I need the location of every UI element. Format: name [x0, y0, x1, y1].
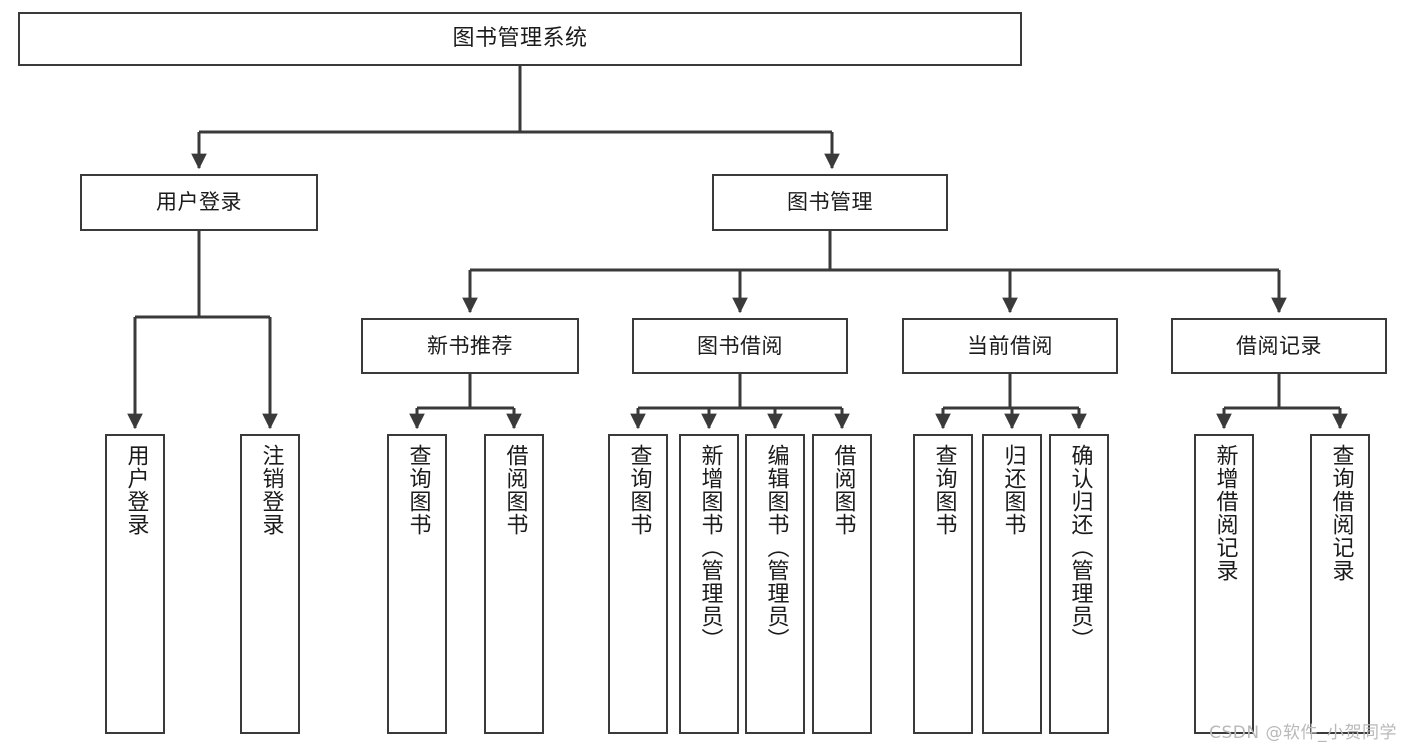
node-leaf-query-record[interactable]: 查询借阅记录	[1310, 434, 1370, 734]
node-current-borrow-label: 当前借阅	[967, 333, 1053, 358]
node-leaf-edit-book-label: 编辑图书（管理员）	[763, 444, 789, 651]
node-leaf-query-record-label: 查询借阅记录	[1328, 444, 1354, 582]
node-leaf-user-logout-label: 注销登录	[258, 444, 284, 536]
node-user-login[interactable]: 用户登录	[80, 174, 318, 231]
node-leaf-query-book-b[interactable]: 查询图书	[608, 434, 668, 734]
node-borrow-record-label: 借阅记录	[1236, 333, 1322, 358]
node-leaf-user-login-label: 用户登录	[123, 444, 149, 536]
node-leaf-query-book-b-label: 查询图书	[626, 444, 652, 536]
node-leaf-query-book-c-label: 查询图书	[931, 444, 957, 536]
node-leaf-borrow-book-b[interactable]: 借阅图书	[812, 434, 872, 734]
node-root[interactable]: 图书管理系统	[18, 12, 1022, 66]
node-root-label: 图书管理系统	[452, 26, 588, 52]
node-leaf-borrow-book-a[interactable]: 借阅图书	[484, 434, 544, 734]
node-book-manage[interactable]: 图书管理	[712, 174, 948, 231]
node-borrow-record[interactable]: 借阅记录	[1171, 318, 1387, 374]
node-book-borrow-label: 图书借阅	[697, 333, 783, 358]
node-new-book-recommend[interactable]: 新书推荐	[361, 318, 579, 374]
node-leaf-return-book[interactable]: 归还图书	[982, 434, 1042, 734]
node-user-login-label: 用户登录	[156, 190, 242, 215]
node-book-borrow[interactable]: 图书借阅	[632, 318, 848, 374]
node-leaf-confirm-return-label: 确认归还（管理员）	[1067, 444, 1093, 651]
node-leaf-add-record[interactable]: 新增借阅记录	[1194, 434, 1254, 734]
node-leaf-return-book-label: 归还图书	[1000, 444, 1026, 536]
node-leaf-edit-book[interactable]: 编辑图书（管理员）	[745, 434, 805, 734]
node-leaf-user-login[interactable]: 用户登录	[105, 434, 165, 734]
node-book-manage-label: 图书管理	[787, 190, 873, 215]
node-leaf-query-book-c[interactable]: 查询图书	[913, 434, 973, 734]
node-leaf-borrow-book-a-label: 借阅图书	[502, 444, 528, 536]
node-leaf-user-logout[interactable]: 注销登录	[240, 434, 300, 734]
node-leaf-add-book[interactable]: 新增图书（管理员）	[679, 434, 739, 734]
node-leaf-query-book-a-label: 查询图书	[405, 444, 431, 536]
node-leaf-borrow-book-b-label: 借阅图书	[830, 444, 856, 536]
watermark-text: CSDN @软件_小贺同学	[1209, 723, 1397, 743]
node-leaf-query-book-a[interactable]: 查询图书	[387, 434, 447, 734]
node-leaf-add-book-label: 新增图书（管理员）	[697, 444, 723, 651]
node-leaf-add-record-label: 新增借阅记录	[1212, 444, 1238, 582]
node-new-book-recommend-label: 新书推荐	[427, 333, 513, 358]
node-leaf-confirm-return[interactable]: 确认归还（管理员）	[1049, 434, 1109, 734]
node-current-borrow[interactable]: 当前借阅	[902, 318, 1118, 374]
